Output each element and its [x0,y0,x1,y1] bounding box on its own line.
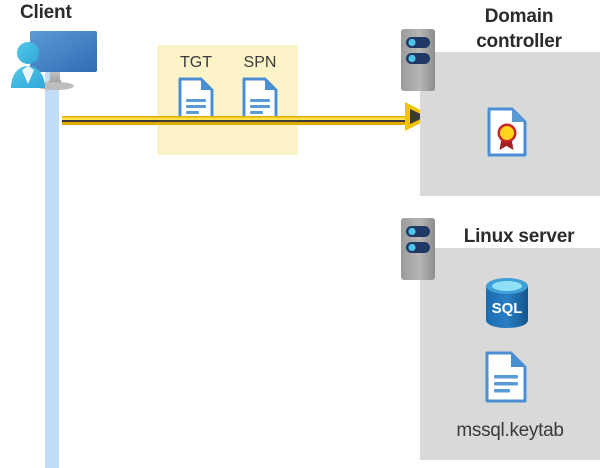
sql-database-icon: SQL [484,277,530,329]
server-rack-icon [401,218,435,280]
user-at-computer-icon [8,28,100,92]
document-icon [165,77,227,123]
keytab-file-icon [485,351,527,403]
client-label: Client [20,2,72,23]
keytab-filename-label: mssql.keytab [456,420,564,441]
linux-server-title: Linux server [463,226,575,247]
domain-controller-title-line1: Domain [484,6,554,27]
domain-controller-title-line2: controller [476,31,562,52]
domain-controller-title: Domain controller [440,4,598,54]
svg-text:SQL: SQL [492,300,523,317]
client-lifeline [45,72,59,468]
message-item-label: TGT [180,54,212,71]
message-item-label: SPN [243,54,277,71]
message-box: TGT SPN [157,45,298,155]
message-item-spn: SPN [229,53,291,123]
message-item-tgt: TGT [165,53,227,123]
document-icon [229,77,291,123]
certificate-icon [487,107,527,157]
request-arrow-line [62,112,414,125]
server-rack-icon [401,29,435,91]
request-arrow-head [404,101,434,132]
